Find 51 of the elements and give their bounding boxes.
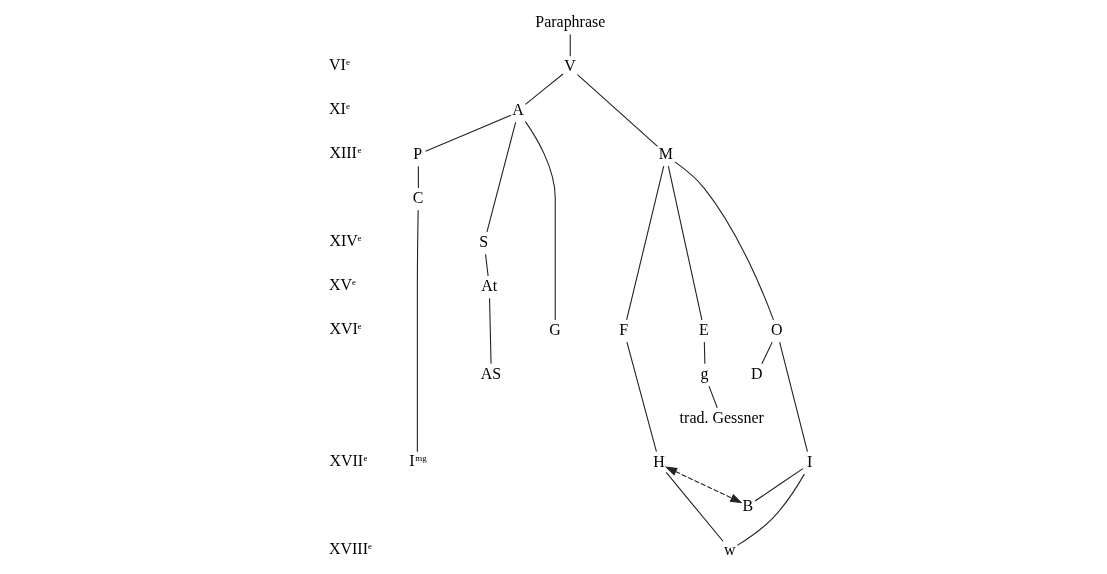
connector <box>707 385 718 409</box>
label: XV$^{e}$ <box>328 275 356 293</box>
connector <box>625 165 664 321</box>
node-text: trad. Gessner <box>679 408 764 426</box>
connector <box>576 74 658 147</box>
connector <box>417 165 419 189</box>
node-text: C <box>412 188 424 206</box>
connector <box>485 121 516 233</box>
node-text: G <box>548 320 561 338</box>
connector <box>760 341 773 365</box>
node-text: O <box>770 320 783 338</box>
connector <box>569 33 571 57</box>
node-text: V <box>563 57 576 74</box>
connector <box>703 341 705 365</box>
connector <box>754 468 803 502</box>
node-text: A <box>511 100 524 118</box>
node-text: I$^{mg}$ <box>408 451 427 469</box>
node-text: Paraphrase <box>534 13 605 31</box>
label: VI$^{e}$ <box>328 56 350 73</box>
label: XIV$^{e}$ <box>328 231 361 249</box>
arrow <box>664 466 742 504</box>
connector <box>778 341 808 453</box>
connector <box>484 253 489 277</box>
node-text: P <box>412 144 422 162</box>
connector <box>625 341 657 453</box>
label: XVII$^{e}$ <box>328 451 367 469</box>
node-text: B <box>742 496 753 514</box>
connector <box>673 161 774 321</box>
node-text: D <box>750 364 763 382</box>
connector <box>736 473 805 546</box>
connector <box>424 114 512 152</box>
connector <box>665 471 724 542</box>
node-text: S <box>478 232 488 250</box>
connector <box>667 165 702 321</box>
node-text: w <box>723 540 736 558</box>
node-text: M <box>658 144 673 162</box>
node-text: I <box>806 452 812 470</box>
node-text: F <box>618 320 628 338</box>
node-text: H <box>652 452 665 470</box>
node-text: AS <box>480 364 501 382</box>
node-text: g <box>700 364 709 382</box>
label: XIII$^{e}$ <box>328 143 361 161</box>
connector <box>524 121 556 321</box>
connector <box>416 209 419 453</box>
node-text: E <box>698 320 709 338</box>
label: XI$^{e}$ <box>328 99 350 117</box>
label: XVIII$^{e}$ <box>328 539 372 557</box>
node-text: At <box>480 276 497 294</box>
connector <box>524 73 564 105</box>
connector <box>488 297 492 365</box>
label: XVI$^{e}$ <box>328 319 361 337</box>
